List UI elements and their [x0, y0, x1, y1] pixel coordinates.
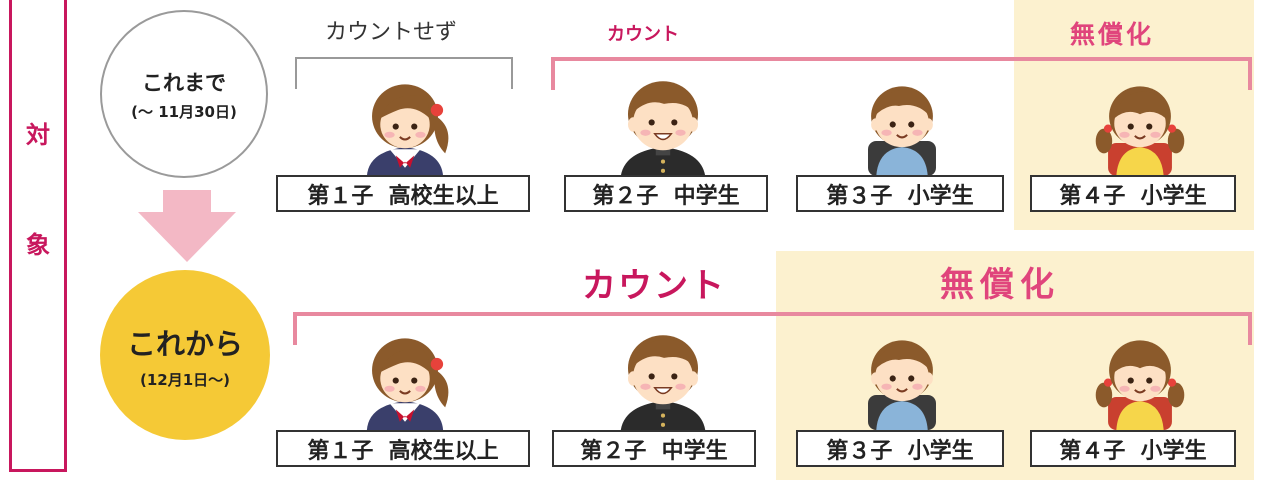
- child-figure-boy-elementary: [837, 73, 967, 176]
- child-figure-boy-middleschool: [598, 327, 728, 430]
- child-order: 第３子: [826, 183, 893, 209]
- down-arrow-icon: [138, 190, 236, 262]
- child-figure-boy-middleschool: [598, 73, 728, 176]
- free-label-before: 無償化: [1070, 20, 1155, 49]
- count-bracket-after: [293, 312, 1252, 345]
- era-before-title: これまで: [142, 70, 226, 95]
- child-grade: 小学生: [1140, 438, 1207, 464]
- child-plate-after-4: 第４子 小学生: [1030, 430, 1236, 467]
- era-before-circle: これまで (～ 11月30日): [100, 10, 268, 178]
- count-bracket-before: [551, 57, 1252, 90]
- child-figure-girl-elementary: [1075, 73, 1205, 176]
- era-after-date: (12月1日～): [139, 370, 231, 389]
- target-label-char-2: 象: [26, 231, 50, 259]
- child-plate-before-2: 第２子 中学生: [564, 175, 768, 212]
- child-plate-after-2: 第２子 中学生: [552, 430, 756, 467]
- child-plate-before-4: 第４子 小学生: [1030, 175, 1236, 212]
- count-label-before: カウント: [607, 24, 679, 45]
- era-before-date: (～ 11月30日): [131, 102, 237, 121]
- target-label-char-1: 対: [26, 121, 50, 149]
- count-label-after: カウント: [582, 266, 726, 306]
- no-count-bracket: [295, 57, 513, 89]
- no-count-label: カウントせず: [325, 20, 458, 45]
- free-label-after: 無償化: [940, 265, 1060, 305]
- child-order: 第４子: [1059, 438, 1126, 464]
- child-grade: 高校生以上: [388, 183, 499, 209]
- child-grade: 高校生以上: [388, 438, 499, 464]
- child-order: 第４子: [1059, 183, 1126, 209]
- child-order: 第２子: [580, 438, 647, 464]
- child-grade: 小学生: [907, 438, 974, 464]
- child-figure-boy-elementary: [837, 327, 967, 430]
- target-label-box: 対 象: [9, 0, 67, 472]
- child-figure-girl-highschool: [340, 327, 470, 430]
- child-grade: 中学生: [673, 183, 740, 209]
- child-figure-girl-highschool: [340, 73, 470, 176]
- child-plate-before-1: 第１子 高校生以上: [276, 175, 530, 212]
- child-plate-before-3: 第３子 小学生: [796, 175, 1004, 212]
- child-grade: 小学生: [1140, 183, 1207, 209]
- child-order: 第３子: [826, 438, 893, 464]
- child-figure-girl-elementary: [1075, 327, 1205, 430]
- child-grade: 小学生: [907, 183, 974, 209]
- era-after-circle: これから (12月1日～): [100, 270, 270, 440]
- child-grade: 中学生: [661, 438, 728, 464]
- child-plate-after-3: 第３子 小学生: [796, 430, 1004, 467]
- child-plate-after-1: 第１子 高校生以上: [276, 430, 530, 467]
- child-order: 第２子: [592, 183, 659, 209]
- child-order: 第１子: [307, 183, 374, 209]
- child-order: 第１子: [307, 438, 374, 464]
- era-after-title: これから: [126, 326, 243, 361]
